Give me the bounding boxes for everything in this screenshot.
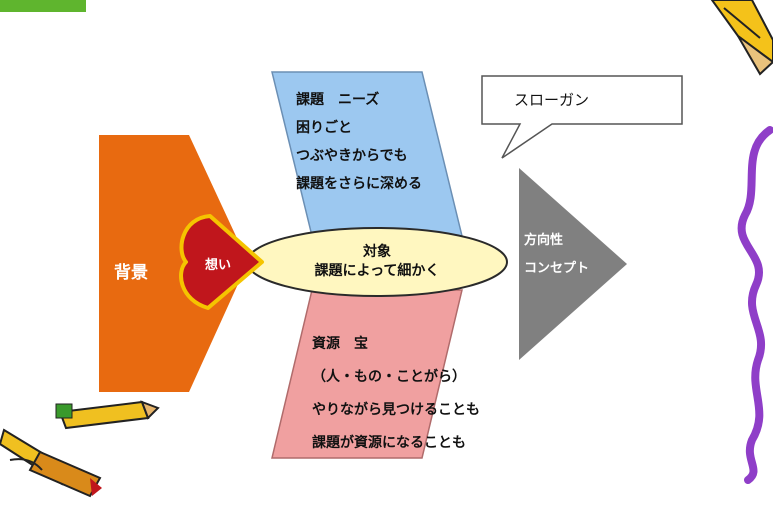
top-line-1: 課題 ニーズ xyxy=(296,92,380,108)
top-parallelogram-text: 課題 ニーズ 困りごと つぶやきからでも 課題をさらに深める xyxy=(296,86,422,198)
top-line-2: 困りごと xyxy=(296,120,352,136)
arrow-line-1: 方向性 xyxy=(524,233,564,248)
arrow-text: 方向性 コンセプト xyxy=(524,227,589,283)
scribble-icon xyxy=(737,126,773,484)
bottom-parallelogram-text: 資源 宝 （人・もの・ことがら） やりながら見つけることも 課題が資源になること… xyxy=(312,328,480,460)
header-tab-icon xyxy=(0,0,86,12)
speech-bubble-label: スローガン xyxy=(514,91,590,109)
top-line-3: つぶやきからでも xyxy=(296,148,408,164)
background-label: 背景 xyxy=(114,263,148,283)
arrow-line-2: コンセプト xyxy=(524,261,590,276)
heart-label: 想い xyxy=(205,258,232,273)
speech-bubble xyxy=(481,75,683,159)
ellipse-line-2: 課題によって細かく xyxy=(314,263,440,279)
bottom-line-2: （人・もの・ことがら） xyxy=(312,369,466,385)
bottom-line-3: やりながら見つけることも xyxy=(312,402,480,418)
crayon-icon xyxy=(710,0,773,76)
ellipse-text: 対象 課題によって細かく xyxy=(262,243,492,281)
heart-shape xyxy=(179,214,264,310)
crayons-icon xyxy=(0,400,160,498)
top-line-4: 課題をさらに深める xyxy=(296,176,422,192)
direction-arrow xyxy=(519,168,627,360)
bottom-line-1: 資源 宝 xyxy=(312,336,368,352)
ellipse-line-1: 対象 xyxy=(363,244,391,260)
bottom-line-4: 課題が資源になることも xyxy=(312,435,466,451)
background-block xyxy=(99,135,248,392)
